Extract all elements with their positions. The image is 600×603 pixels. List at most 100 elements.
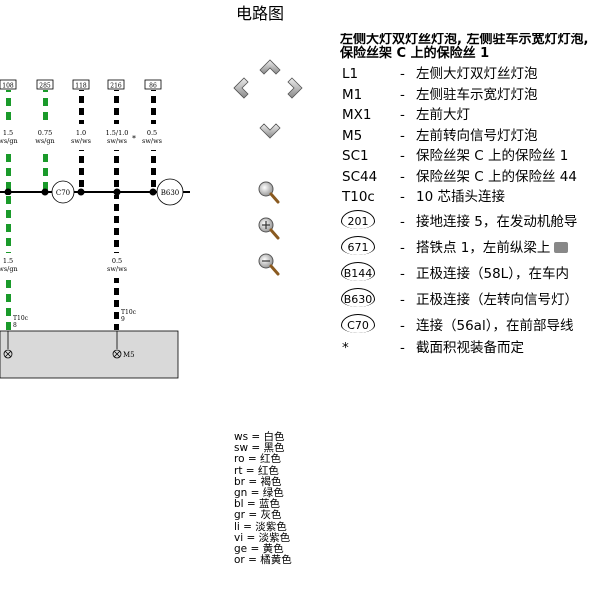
wire-bottom-2 [114,278,119,330]
svg-text:118: 118 [75,83,87,90]
connector-badge-b630[interactable]: B630 [341,287,375,307]
color-key-item: br = 褐色 [234,475,282,488]
connector-badge-c70[interactable]: C70 [341,313,375,333]
wire-color-top-5: sw/ws [142,137,162,145]
circuit-diagram: 108 285 118 216 86 1.5 ws/gn 0.75 ws/gn … [0,79,190,532]
lamp-label-m5: M5 [123,351,135,359]
wire-bottom-1 [6,278,11,330]
color-key-item: rt = 红色 [234,464,279,477]
wire-color-top-4: sw/ws [107,137,127,145]
connector-badge-b144[interactable]: B144 [341,261,375,281]
svg-text:C70: C70 [56,189,70,197]
wire-size-top-1: 1.5 [3,129,13,137]
color-key-item: ws = 白色 [234,431,285,443]
legend-row-c70[interactable]: C70-连接（56al），在前部导线 [340,312,600,338]
svg-text:86: 86 [149,83,157,90]
fuse-label-5: 86 [144,79,162,90]
legend-row-b144[interactable]: B144-正极连接（58L），在车内 [340,260,600,286]
wire-size-top-4: 1.5/1.0 [106,129,129,137]
pan-down-icon[interactable] [259,123,281,139]
zoom-in-icon[interactable] [258,217,280,240]
connector-label-2: T10c [121,309,137,316]
lamp-symbol-m5 [112,349,122,359]
legend-row-l1: L1-左侧大灯双灯丝灯泡 [342,66,538,82]
junction-4 [113,188,121,196]
legend-row-sc1: SC1-保险丝架 C 上的保险丝 1 [342,148,569,164]
wire-top-5 [151,90,156,124]
wire-mid-2 [43,150,48,192]
page-title: 电路图 [235,4,284,23]
wire-mid-1 [6,150,11,192]
wire-mid-3 [79,150,84,192]
fuse-label-3: 118 [72,79,90,90]
wire-color-top-1: ws/gn [0,137,18,145]
color-key-item: gn = 绿色 [234,487,284,500]
wire-size-top-5: 0.5 [147,129,157,137]
legend-row-sc44: SC44-保险丝架 C 上的保险丝 44 [342,168,577,185]
wire-top-4 [114,90,119,124]
pan-right-icon[interactable] [287,77,303,99]
legend-row-671[interactable]: 671-搭铁点 1，左前纵梁上 [340,234,600,260]
connector-pin-2: 9 [121,316,125,323]
legend-row-t10c: T10c-10 芯插头连接 [342,189,505,205]
junction-3 [77,188,85,196]
zoom-out-icon[interactable] [258,253,280,276]
wire-size-top-3: 1.0 [76,129,86,137]
color-key-item: gr = 灰色 [234,509,282,522]
legend-row-201[interactable]: 201-接地连接 5，在发动机舱导 [340,208,600,234]
legend-row-star: *-截面积视装备而定 [342,339,524,356]
color-key-item: li = 淡紫色 [234,520,287,533]
svg-text:B630: B630 [161,189,180,197]
color-key-item: ro = 红色 [234,453,281,466]
nav-controls [233,59,303,276]
junction-1 [4,188,12,196]
node-b630: B630 [156,178,184,206]
pan-up-icon[interactable] [259,59,281,75]
svg-text:108: 108 [2,83,14,90]
wire-color-top-3: sw/ws [71,137,91,145]
legend-row-m5: M5-左前转向信号灯灯泡 [342,127,538,144]
wire-size-low-2: 0.5 [112,257,122,265]
wire-color-low-2: sw/ws [107,265,127,273]
color-key-item: ge = 黄色 [234,543,284,556]
wire-low-2 [114,195,119,253]
pan-left-shape[interactable] [233,77,249,99]
wire-color-low-1: ws/gn [0,265,18,273]
connector-pin-1: 8 [13,322,17,329]
svg-text:216: 216 [110,83,122,90]
wire-top-2 [43,90,48,124]
legend-heading: 左侧大灯双灯丝灯泡, 左侧驻车示宽灯灯泡, 保险丝架 C 上的保险丝 1 [340,33,589,61]
star-marker: * [132,134,136,143]
component-legend: 左侧大灯双灯丝灯泡, 左侧驻车示宽灯灯泡, 保险丝架 C 上的保险丝 1 L1-… [340,33,600,358]
fuse-label-4: 216 [107,79,125,90]
component-box [0,330,179,379]
zoom-fit-icon[interactable] [258,181,280,204]
color-key: ws = 白色 sw = 黑色 ro = 红色 rt = 红色 br = 褐色 … [234,431,292,567]
wire-mid-4 [114,150,119,192]
wire-mid-5 [151,150,156,192]
wire-top-1 [6,90,11,124]
wire-top-3 [79,90,84,124]
camera-icon[interactable] [554,241,569,253]
legend-row-b630[interactable]: B630-正极连接（左转向信号灯） [340,286,600,312]
fuse-label-1: 108 [0,79,17,90]
wire-size-low-1: 1.5 [3,257,13,265]
lamp-symbol-1 [3,349,13,359]
junction-2 [41,188,49,196]
wire-size-top-2: 0.75 [38,129,52,137]
color-key-item: vi = 淡紫色 [234,531,291,544]
legend-row-m1: M1-左侧驻车示宽灯灯泡 [342,86,538,103]
connector-badge-201[interactable]: 201 [341,209,375,229]
svg-text:285: 285 [39,83,51,90]
wire-low-1 [6,195,11,253]
color-key-item: sw = 黑色 [234,442,285,455]
connector-badge-671[interactable]: 671 [341,235,375,255]
wire-color-top-2: ws/gn [35,137,54,145]
connector-label-1: T10c [13,315,29,322]
legend-row-mx1: MX1-左前大灯 [342,107,470,123]
color-key-item: bl = 蓝色 [234,498,281,511]
junction-5 [149,188,157,196]
node-c70: C70 [51,180,75,204]
fuse-label-2: 285 [36,79,54,90]
color-key-item: or = 橘黄色 [234,554,292,567]
